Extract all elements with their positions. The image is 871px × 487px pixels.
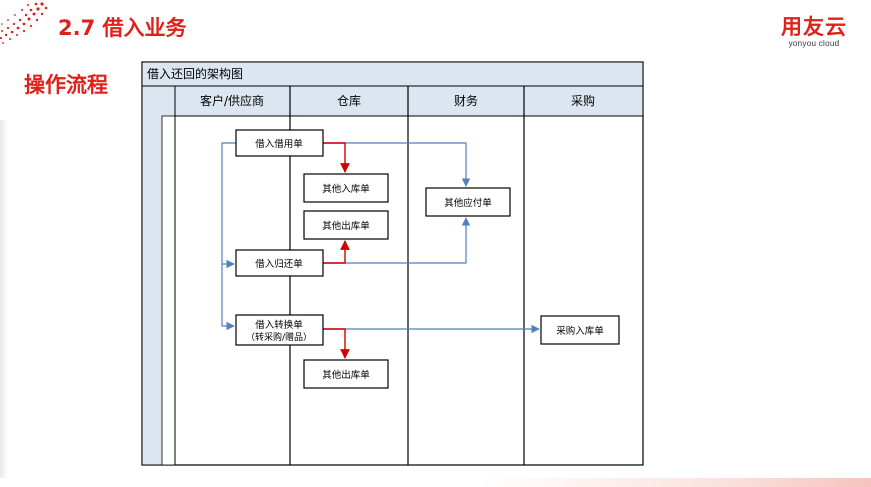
logo-name-cn: 用友云 xyxy=(781,15,847,39)
flow-to-convert xyxy=(221,264,235,331)
section-label: 操作流程 xyxy=(24,73,108,97)
node-borrow-convert-label-1: 借入转换单 xyxy=(255,319,303,331)
node-other-payable-label: 其他应付单 xyxy=(444,197,492,209)
node-borrow-return-label: 借入归还单 xyxy=(255,258,303,270)
flow-borrow-to-payable xyxy=(323,142,471,187)
diagram-title: 借入还回的架构图 xyxy=(147,66,243,81)
flow-borrow-to-return xyxy=(221,142,236,269)
flow-return-to-payable xyxy=(323,217,471,264)
corner-dots-decoration xyxy=(0,2,48,44)
lane-header-band xyxy=(174,85,644,117)
node-borrow-convert xyxy=(235,314,324,346)
node-other-out-stock-1 xyxy=(303,210,389,240)
flow-return-to-stock-out xyxy=(323,240,350,264)
lane-header-purchase: 采购 xyxy=(571,93,595,108)
lane-header-warehouse: 仓库 xyxy=(337,93,361,108)
node-other-in-stock xyxy=(303,173,389,203)
logo-name-en: yonyou cloud xyxy=(788,39,840,48)
left-edge-shade xyxy=(0,120,8,478)
node-purchase-in-stock xyxy=(540,315,620,345)
node-other-out-stock-2-label: 其他出库单 xyxy=(322,369,370,381)
node-borrow-return xyxy=(235,249,324,277)
diagram-title-band xyxy=(141,61,644,87)
node-borrow-in xyxy=(235,129,324,157)
lane-header-customer-supplier: 客户/供应商 xyxy=(200,93,264,108)
lane-gutter-inner xyxy=(161,115,176,466)
node-other-in-stock-label: 其他入库单 xyxy=(322,183,370,195)
node-other-out-stock-2 xyxy=(303,359,389,389)
slide-title: 2.7 借入业务 xyxy=(58,16,187,40)
yonyou-logo: 用友云 yonyou cloud xyxy=(772,15,856,49)
node-borrow-convert-label-2: （转采购/赠品） xyxy=(246,331,312,343)
node-borrow-in-label: 借入借用单 xyxy=(255,138,303,150)
flow-convert-to-stock-out xyxy=(323,328,350,359)
lane-header-finance: 财务 xyxy=(454,93,478,108)
node-purchase-in-stock-label: 采购入库单 xyxy=(556,325,604,337)
node-other-payable xyxy=(425,187,511,217)
node-other-out-stock-1-label: 其他出库单 xyxy=(322,220,370,232)
bottom-gradient-bar xyxy=(0,478,871,487)
flow-borrow-to-stock-in xyxy=(323,142,350,173)
